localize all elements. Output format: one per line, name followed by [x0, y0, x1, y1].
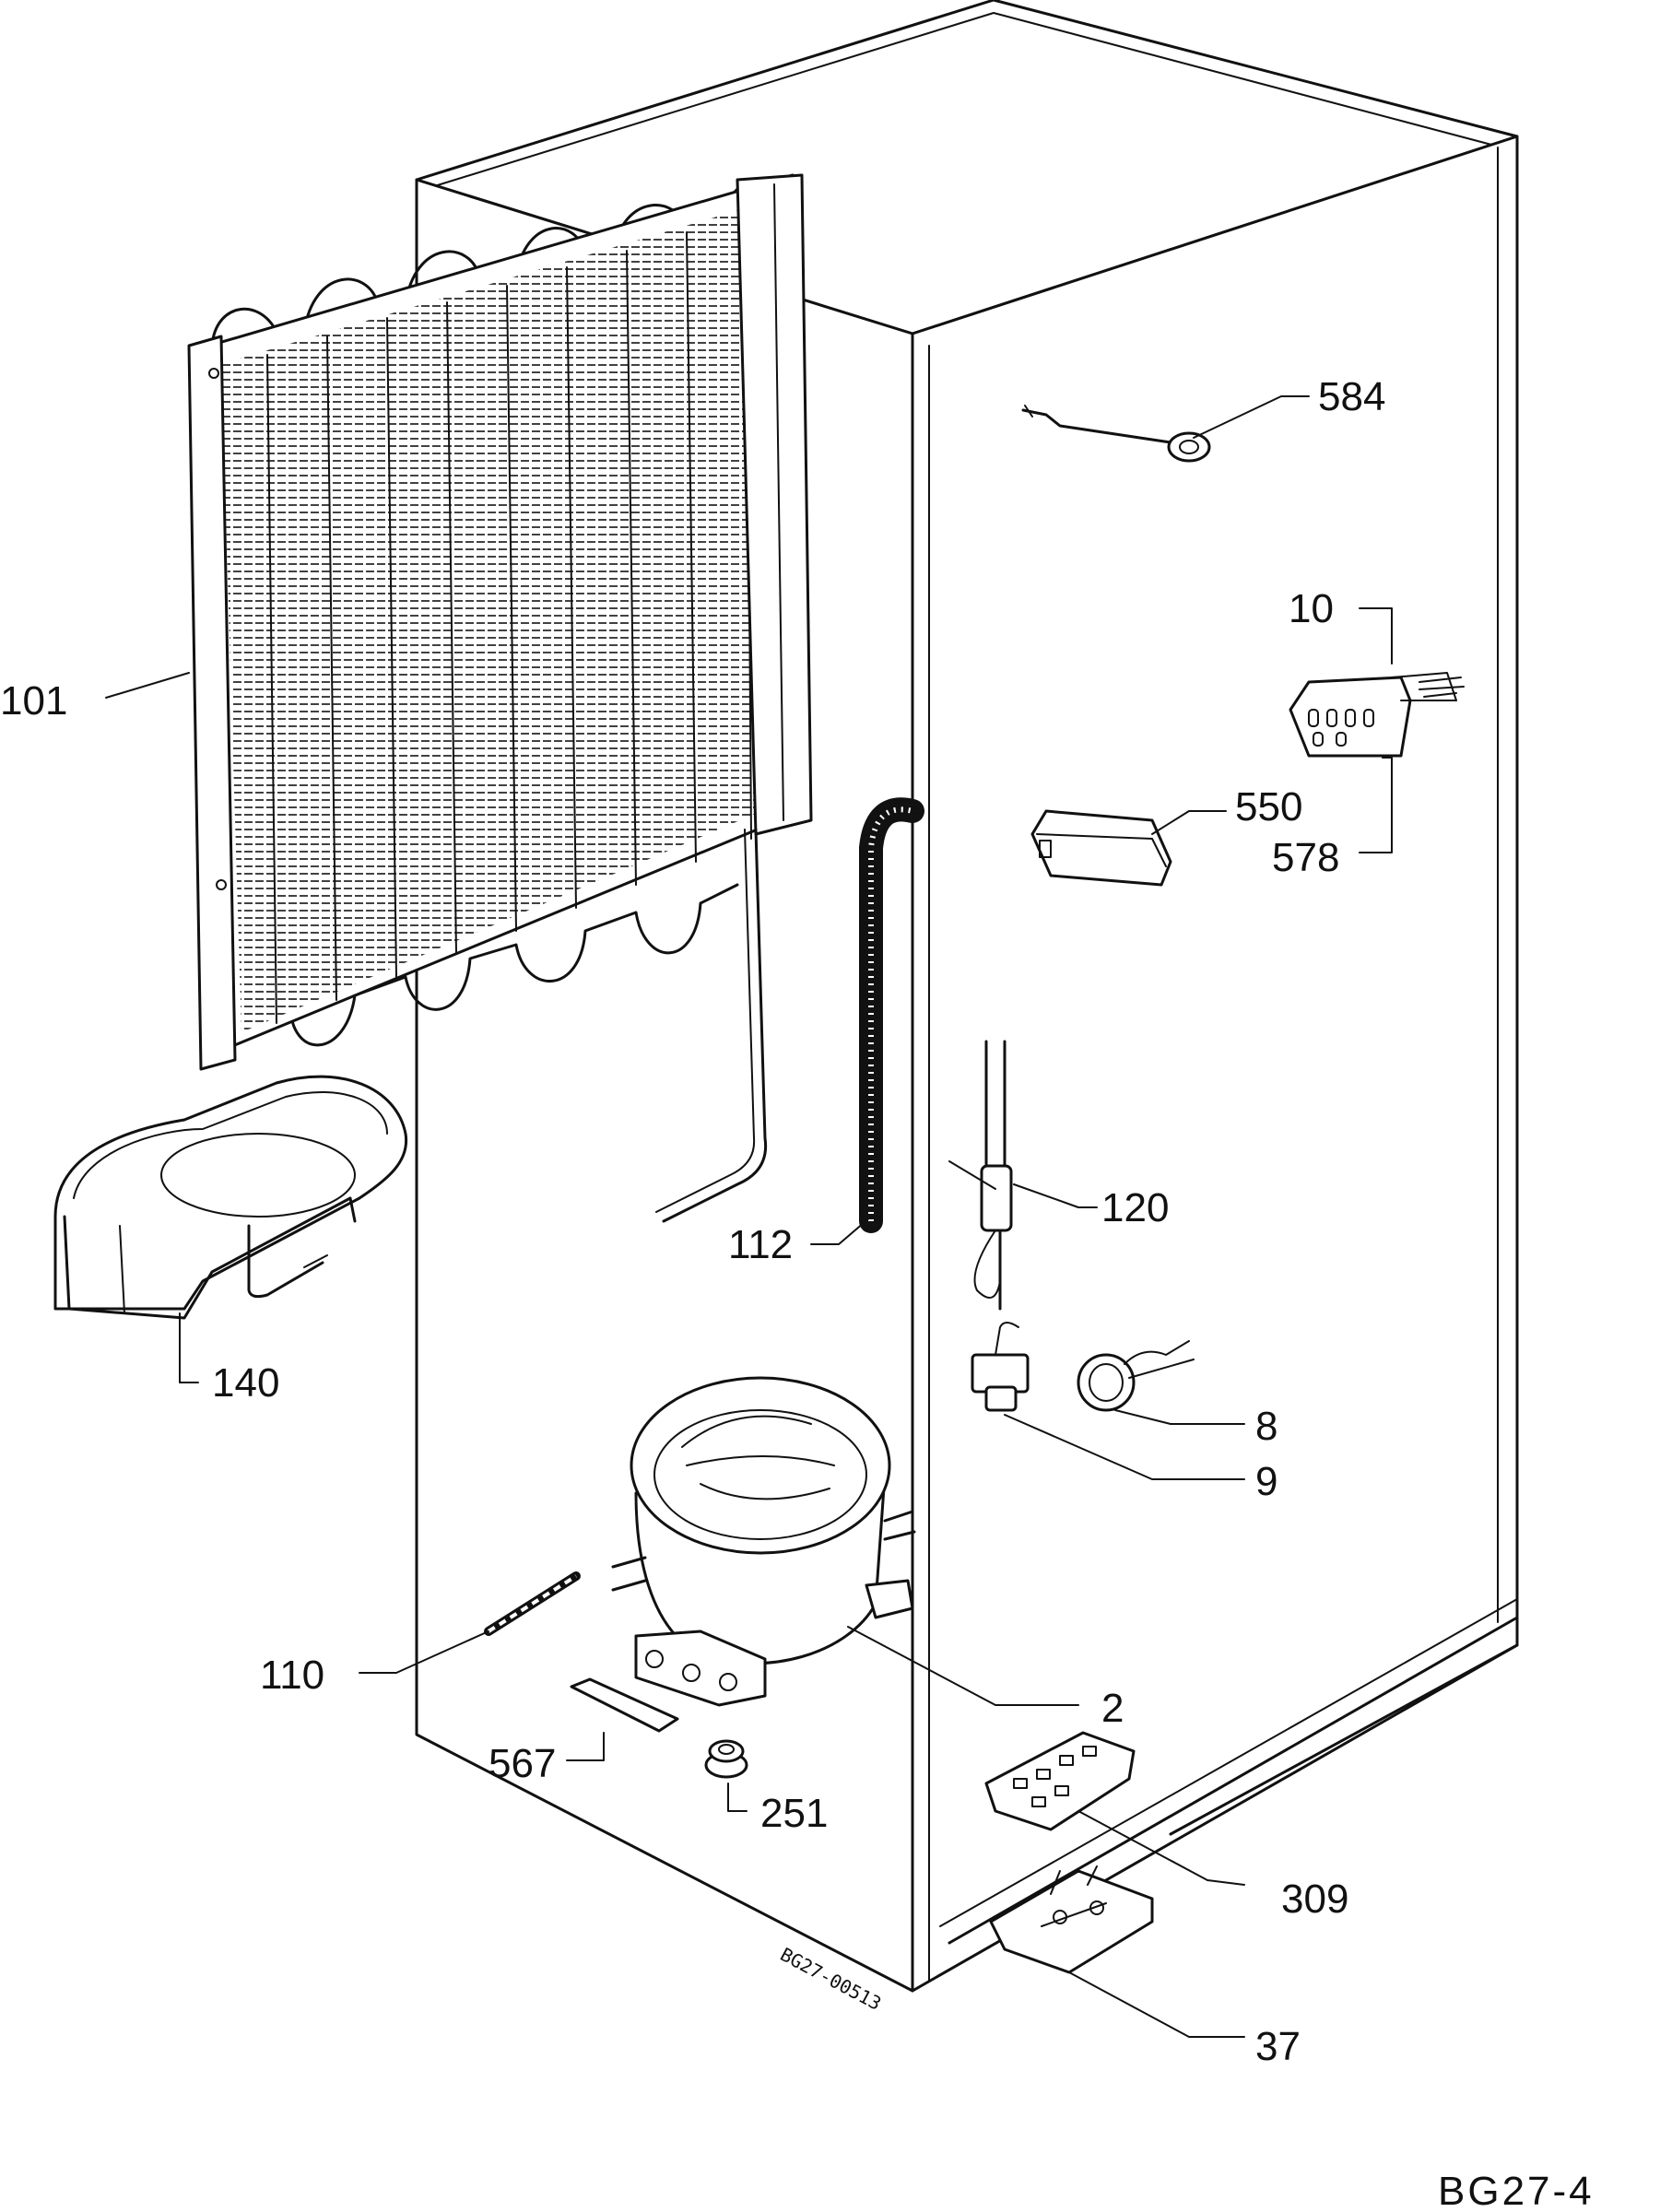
label-110: 110	[260, 1653, 324, 1698]
label-9: 9	[1255, 1459, 1277, 1504]
label-112: 112	[728, 1222, 793, 1267]
relay-10	[1289, 672, 1465, 758]
label-8: 8	[1255, 1404, 1277, 1449]
label-251: 251	[760, 1791, 828, 1836]
terminal-block-37	[989, 1865, 1154, 1974]
tube-110	[484, 1571, 581, 1636]
thermostat-120	[948, 1040, 1013, 1311]
label-37: 37	[1255, 2024, 1301, 2069]
compressor-2	[611, 1376, 916, 1707]
grommet-251	[704, 1739, 748, 1779]
label-550: 550	[1235, 784, 1302, 830]
leader-lines	[105, 395, 1393, 2038]
label-578: 578	[1272, 835, 1339, 880]
label-567: 567	[489, 1741, 556, 1786]
condenser-101	[187, 173, 813, 1223]
bracket-550	[1030, 809, 1172, 887]
part-labels: 584 10 101 550 578 120 112 140 8 9 110 2…	[0, 374, 1385, 2069]
sheet-reference: BG27-4	[1438, 2169, 1595, 2212]
label-10: 10	[1289, 586, 1334, 631]
start-device-309	[984, 1731, 1136, 1831]
cabinet-side	[911, 135, 1519, 1993]
label-584: 584	[1318, 374, 1385, 419]
drip-tray-140	[53, 1075, 408, 1320]
drain-hose-112	[859, 797, 924, 1233]
label-140: 140	[212, 1360, 279, 1406]
thermostat-switch-9	[971, 1322, 1030, 1412]
label-120: 120	[1101, 1185, 1169, 1230]
plate-567	[570, 1677, 679, 1733]
label-101: 101	[0, 678, 67, 724]
sensor-clip-584	[1021, 405, 1211, 463]
label-309: 309	[1281, 1877, 1348, 1922]
lamp-holder-8	[1077, 1340, 1195, 1412]
label-2: 2	[1101, 1686, 1124, 1731]
